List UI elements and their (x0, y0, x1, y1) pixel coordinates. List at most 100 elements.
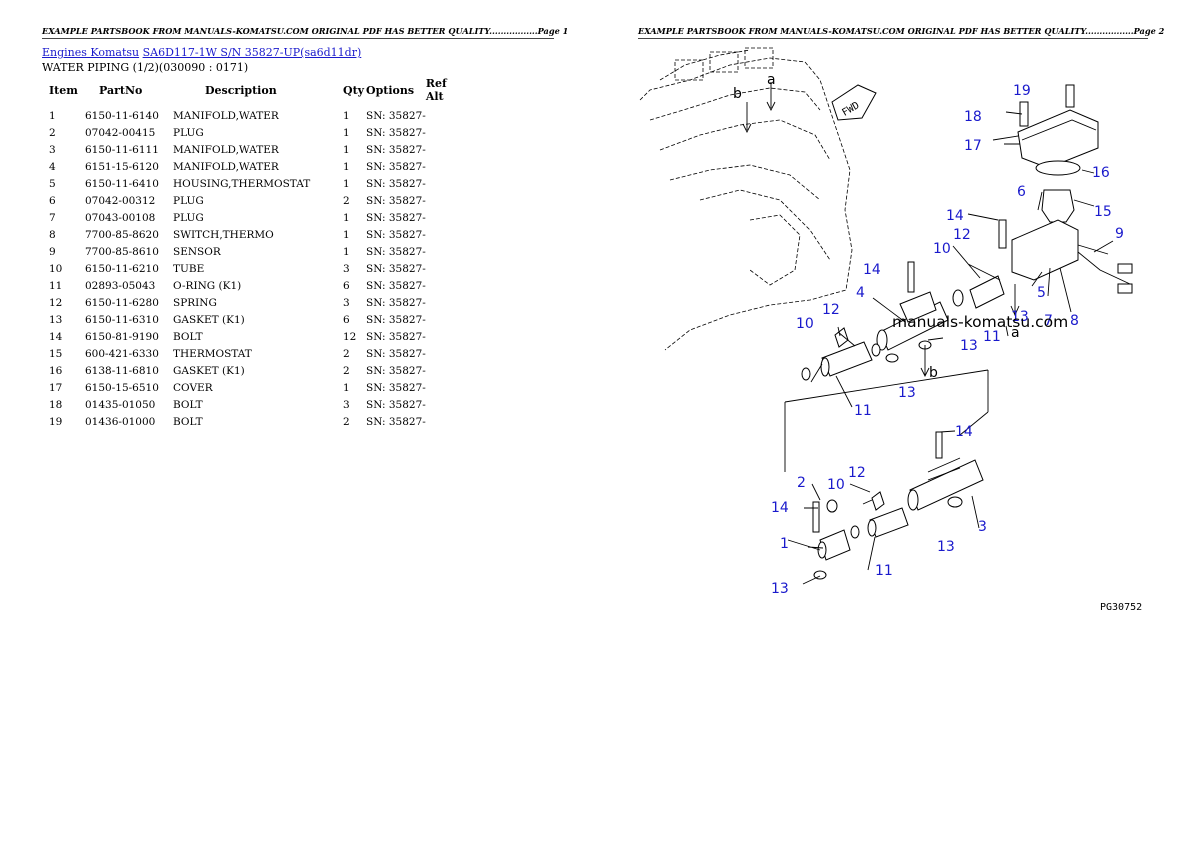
cell-refalt (426, 175, 466, 192)
column-header-item: Item (49, 83, 78, 97)
cell-description: MANIFOLD,WATER (173, 109, 279, 122)
cell-refalt (426, 141, 466, 158)
figure-code: PG30752 (1100, 602, 1142, 613)
cell-partno: 6150-11-6140 (85, 109, 159, 122)
cell-refalt (426, 413, 466, 430)
section-title: WATER PIPING (1/2)(030090 : 0171) (42, 61, 249, 74)
table-row: 12 6150-11-6280 SPRING 3 SN: 35827- (42, 294, 466, 311)
callout-8: 8 (1070, 313, 1079, 329)
breadcrumb-link-engines[interactable]: Engines Komatsu (42, 46, 140, 59)
cell-item: 7 (49, 211, 56, 224)
ref-letter-b-top: b (733, 86, 742, 102)
cell-partno: 6150-15-6510 (85, 381, 159, 394)
cell-refalt (426, 396, 466, 413)
cell-item: 16 (49, 364, 63, 377)
cell-partno: 6138-11-6810 (85, 364, 159, 377)
cell-options: SN: 35827- (366, 143, 426, 156)
cell-options: SN: 35827- (366, 347, 426, 360)
cell-item: 9 (49, 245, 56, 258)
cell-options: SN: 35827- (366, 194, 426, 207)
cell-description: BOLT (173, 398, 203, 411)
callout-13: 13 (960, 338, 978, 354)
callout-11: 11 (983, 329, 1001, 345)
callout-13: 13 (1011, 309, 1029, 325)
cell-item: 19 (49, 415, 63, 428)
column-header-partno: PartNo (99, 83, 143, 97)
callout-1: 1 (780, 536, 789, 552)
callout-7: 7 (1044, 313, 1053, 329)
cell-qty: 2 (343, 415, 350, 428)
cell-item: 1 (49, 109, 56, 122)
cell-partno: 02893-05043 (85, 279, 156, 292)
cell-refalt (426, 294, 466, 311)
cell-qty: 2 (343, 347, 350, 360)
cell-partno: 6150-11-6310 (85, 313, 159, 326)
cell-qty: 12 (343, 330, 357, 343)
cell-description: GASKET (K1) (173, 364, 245, 377)
cell-item: 14 (49, 330, 63, 343)
cell-description: PLUG (173, 126, 204, 139)
cell-options: SN: 35827- (366, 177, 426, 190)
cell-description: PLUG (173, 211, 204, 224)
parts-table: Item PartNo Description Qty Options Ref … (42, 77, 466, 430)
cell-description: COVER (173, 381, 213, 394)
callout-18: 18 (964, 109, 982, 125)
breadcrumb-link-model[interactable]: SA6D117-1W S/N 35827-UP(sa6d11dr) (142, 46, 362, 59)
cell-options: SN: 35827- (366, 415, 426, 428)
callout-4: 4 (856, 285, 865, 301)
cell-options: SN: 35827- (366, 381, 426, 394)
engine-block-outline (639, 47, 853, 351)
cell-partno: 6150-11-6111 (85, 143, 159, 156)
cell-options: SN: 35827- (366, 296, 426, 309)
cell-qty: 1 (343, 228, 350, 241)
cell-options: SN: 35827- (366, 126, 426, 139)
cell-qty: 1 (343, 143, 350, 156)
callout-13: 13 (771, 581, 789, 597)
callout-numbers: 19 18 17 16 15 6 14 10 12 9 14 4 5 7 8 1… (771, 83, 1124, 597)
callout-10: 10 (796, 316, 814, 332)
callout-9: 9 (1115, 226, 1124, 242)
cell-refalt (426, 362, 466, 379)
callout-leaders (787, 111, 1114, 585)
cell-description: THERMOSTAT (173, 347, 252, 360)
callout-10: 10 (933, 241, 951, 257)
cell-options: SN: 35827- (366, 109, 426, 122)
cell-options: SN: 35827- (366, 211, 426, 224)
callout-14: 14 (955, 424, 973, 440)
cell-qty: 1 (343, 211, 350, 224)
cell-item: 2 (49, 126, 56, 139)
callout-6: 6 (1017, 184, 1026, 200)
cell-refalt (426, 209, 466, 226)
cell-partno: 07042-00415 (85, 126, 156, 139)
cell-options: SN: 35827- (366, 330, 426, 343)
callout-5: 5 (1037, 285, 1046, 301)
cell-item: 3 (49, 143, 56, 156)
cell-options: SN: 35827- (366, 364, 426, 377)
cell-description: TUBE (173, 262, 205, 275)
cell-refalt (426, 243, 466, 260)
cell-item: 6 (49, 194, 56, 207)
callout-11: 11 (875, 563, 893, 579)
callout-14: 14 (863, 262, 881, 278)
cell-description: PLUG (173, 194, 204, 207)
cell-description: SPRING (173, 296, 217, 309)
cell-item: 12 (49, 296, 63, 309)
parts-diagram: FWD (639, 47, 1142, 613)
cell-refalt (426, 107, 466, 124)
cell-partno: 6150-11-6280 (85, 296, 159, 309)
cell-partno: 07043-00108 (85, 211, 156, 224)
cell-qty: 3 (343, 296, 350, 309)
column-header-qty: Qty (343, 83, 365, 97)
column-header-refalt: Ref Alt (425, 77, 447, 103)
cell-refalt (426, 277, 466, 294)
cell-refalt (426, 226, 466, 243)
